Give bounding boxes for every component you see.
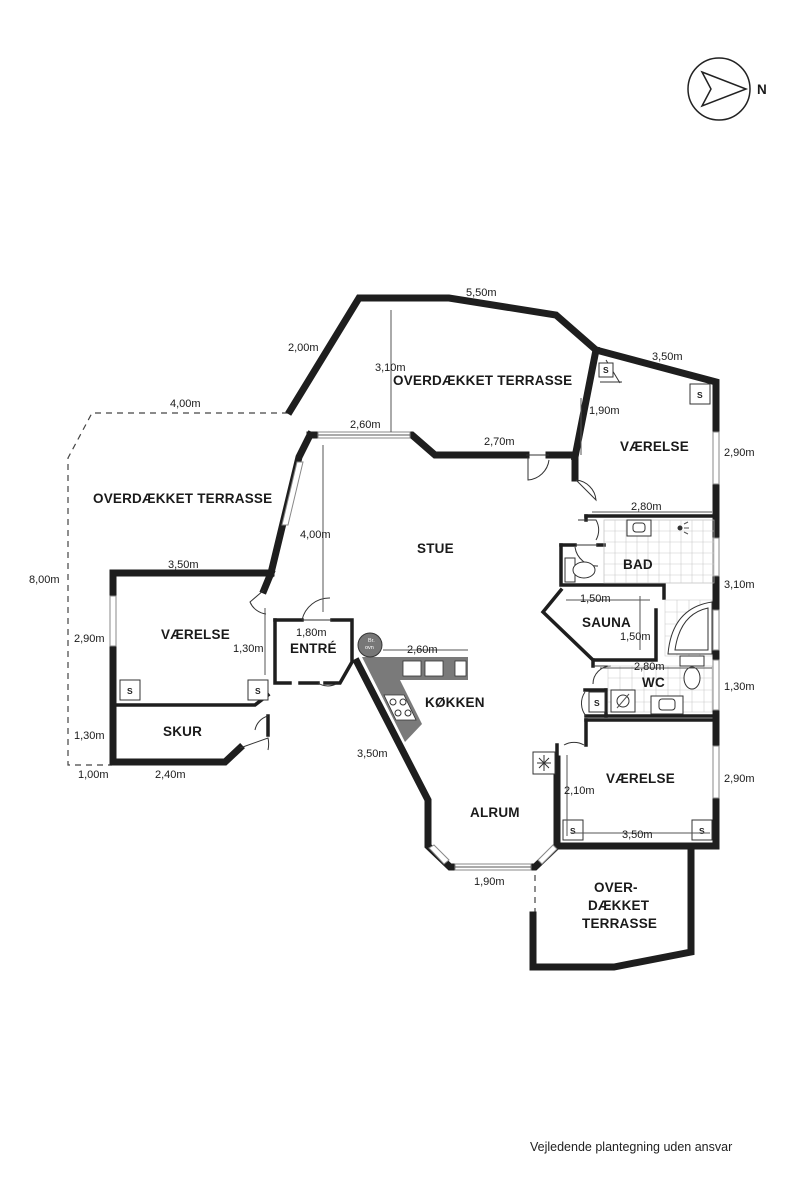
dim-label: 5,50m <box>466 287 497 299</box>
kitchen-counter: Br. ovn <box>357 632 468 742</box>
dim-label: 3,50m <box>622 829 653 841</box>
smoke-detector-ne2 <box>598 362 614 378</box>
smoke-detector-label: S <box>127 686 133 696</box>
wc-toilet-tank <box>679 655 705 667</box>
compass: N <box>687 57 767 121</box>
doors <box>239 359 622 751</box>
dim-label: 4,00m <box>170 398 201 410</box>
dim-label: 2,60m <box>407 644 438 656</box>
counter-top <box>362 657 468 742</box>
kitchen-sink-2 <box>424 660 444 677</box>
label-alrum: ALRUM <box>470 805 520 820</box>
window-wc <box>712 659 720 711</box>
dim-label: 3,50m <box>168 559 199 571</box>
dim-label: 2,40m <box>155 769 186 781</box>
dim-label: 2,60m <box>350 419 381 431</box>
window-sauna <box>712 609 720 651</box>
dim-label: 2,80m <box>634 661 665 673</box>
smoke-detector-label: S <box>594 698 600 708</box>
label-stue: STUE <box>417 541 454 556</box>
smoke-detectors: S S S S S S S <box>119 362 713 841</box>
dim-label: 1,00m <box>78 769 109 781</box>
smoke-detector-se2 <box>691 819 713 841</box>
label-terrace-left: OVERDÆKKET TERRASSE <box>93 491 272 506</box>
oven-label-2: ovn <box>365 645 374 651</box>
label-terrace-bottom-3: TERRASSE <box>582 916 657 931</box>
measure-lines <box>264 310 712 836</box>
label-kokken: KØKKEN <box>425 695 485 710</box>
dim-label: 2,80m <box>631 501 662 513</box>
dim-label: 1,90m <box>589 405 620 417</box>
dim-label: 2,90m <box>724 773 755 785</box>
dim-label: 3,50m <box>652 351 683 363</box>
dim-label: 1,90m <box>474 876 505 888</box>
window-w <box>109 595 117 647</box>
smoke-detector-label: S <box>255 686 261 696</box>
wc-toilet-icon <box>683 666 701 690</box>
compass-north-label: N <box>757 82 767 97</box>
room-labels: OVERDÆKKET TERRASSE OVERDÆKKET TERRASSE … <box>93 373 689 931</box>
kitchen-sink-1 <box>402 660 422 677</box>
dim-label: 3,10m <box>375 362 406 374</box>
window-ne <box>712 431 720 485</box>
label-bad: BAD <box>623 557 653 572</box>
smoke-detector-ne <box>689 383 711 405</box>
dim-label: 2,90m <box>74 633 105 645</box>
fixtures <box>532 519 713 775</box>
label-vaerelse-w: VÆRELSE <box>161 627 230 642</box>
dim-label: 2,70m <box>484 436 515 448</box>
window-se <box>712 745 720 799</box>
label-wc: WC <box>642 675 665 690</box>
bad-toilet-icon <box>572 561 596 579</box>
window-stue-west <box>281 461 304 526</box>
label-entre: ENTRÉ <box>290 641 337 656</box>
dim-label: 1,80m <box>296 627 327 639</box>
dim-label: 1,30m <box>74 730 105 742</box>
smoke-detector-se1 <box>562 819 584 841</box>
label-sauna: SAUNA <box>582 615 631 630</box>
terrace-left-outline <box>67 412 288 766</box>
dimension-labels: 5,50m 2,00m 3,10m 3,50m 1,90m 2,90m 2,60… <box>29 287 755 888</box>
oven-label-1: Br. <box>368 638 375 644</box>
dim-label: 1,30m <box>724 681 755 693</box>
dim-label: 2,10m <box>564 785 595 797</box>
label-terrace-top: OVERDÆKKET TERRASSE <box>393 373 572 388</box>
smoke-detector-w2 <box>247 679 269 701</box>
compass-arrow-icon <box>700 70 749 108</box>
smoke-detector-w1 <box>119 679 141 701</box>
window-alrum-sw <box>428 844 450 865</box>
oven-icon <box>357 632 383 658</box>
dim-label: 2,00m <box>288 342 319 354</box>
label-vaerelse-ne: VÆRELSE <box>620 439 689 454</box>
dim-label: 1,50m <box>620 631 651 643</box>
disclaimer-text: Vejledende plantegning uden ansvar <box>530 1140 733 1154</box>
label-terrace-bottom-2: DÆKKET <box>588 898 650 913</box>
dim-label: 3,50m <box>357 748 388 760</box>
label-vaerelse-se: VÆRELSE <box>606 771 675 786</box>
label-skur: SKUR <box>163 724 202 739</box>
smoke-detector-label: S <box>699 826 705 836</box>
smoke-detector-label: S <box>603 365 609 375</box>
dim-label: 1,50m <box>580 593 611 605</box>
dim-label: 2,90m <box>724 447 755 459</box>
smoke-detector-label: S <box>570 826 576 836</box>
shower-icon <box>677 525 683 531</box>
windows <box>109 431 720 871</box>
dim-label: 3,10m <box>724 579 755 591</box>
dim-label: 1,30m <box>233 643 264 655</box>
label-terrace-bottom-1: OVER- <box>594 880 638 895</box>
window-bad <box>712 537 720 577</box>
window-alrum-se <box>537 844 558 865</box>
smoke-detector-wc <box>588 691 606 713</box>
dim-label: 4,00m <box>300 529 331 541</box>
smoke-detector-label: S <box>697 390 703 400</box>
dim-label: 8,00m <box>29 574 60 586</box>
